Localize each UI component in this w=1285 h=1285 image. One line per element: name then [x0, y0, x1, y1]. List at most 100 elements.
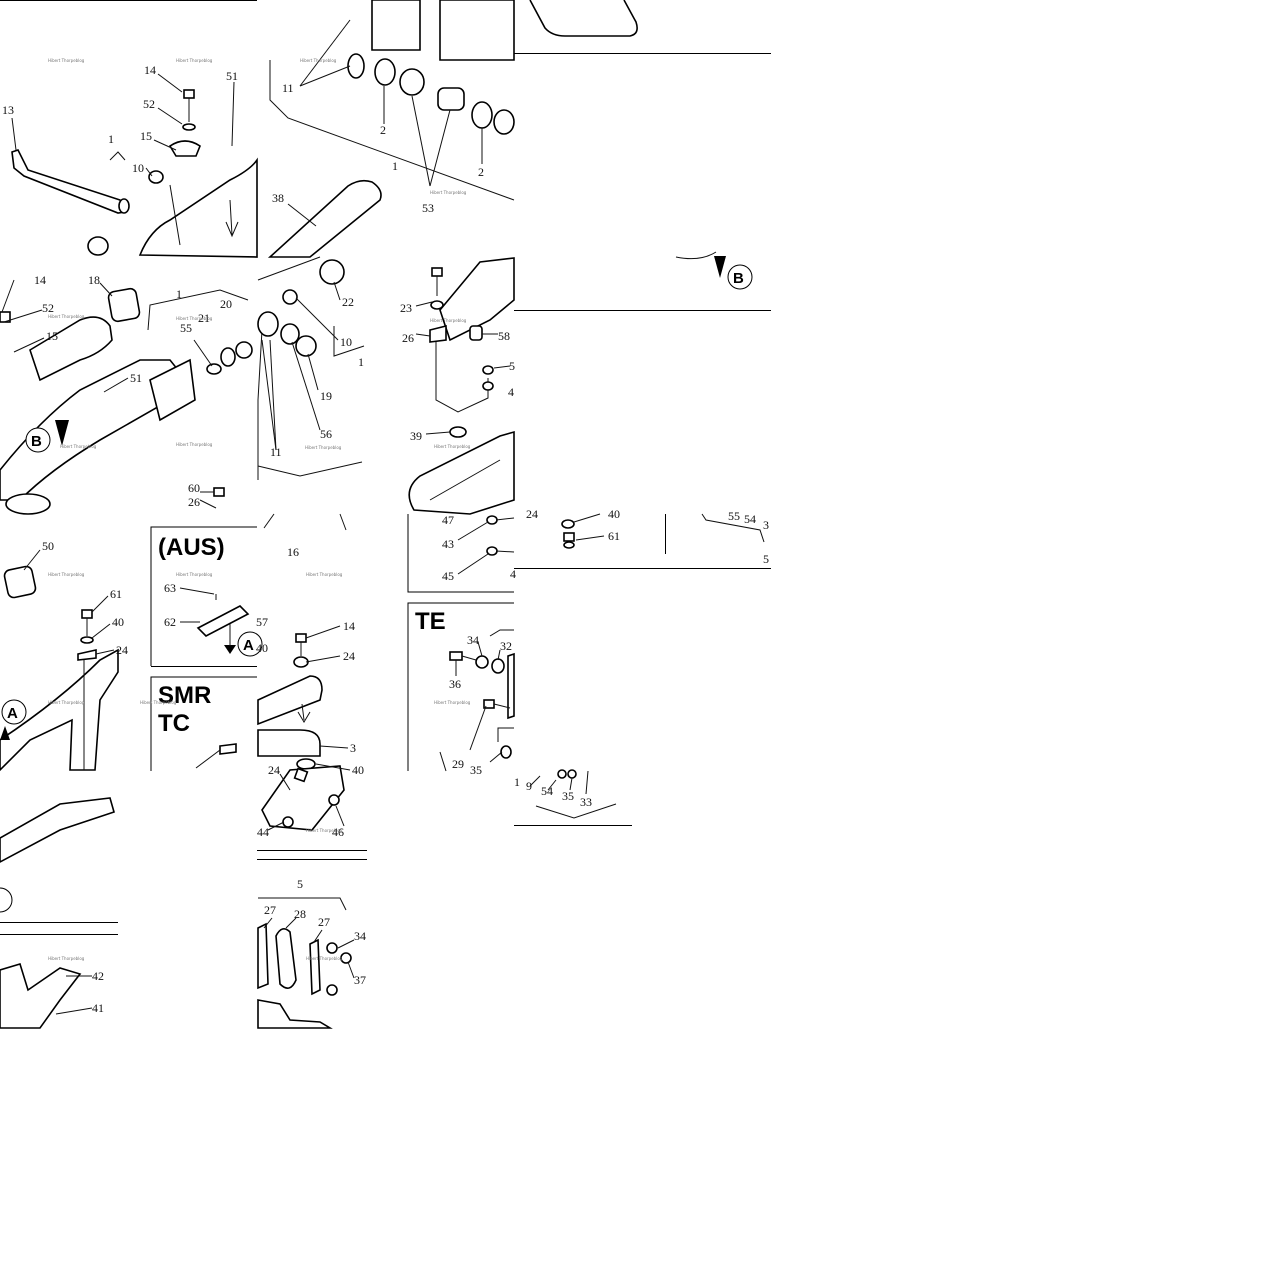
tile-12-fragment: 1 9 54 35 33 — [514, 769, 632, 826]
label-40: 40 — [256, 641, 268, 655]
label-5: 5 — [297, 877, 303, 891]
label-27b: 27 — [318, 915, 330, 929]
svg-text:Hibert Thorpeblog: Hibert Thorpeblog — [48, 572, 85, 577]
pivot-shaft — [11, 149, 130, 214]
label-11: 11 — [270, 445, 282, 459]
label-58: 58 — [498, 329, 510, 343]
label-1: 1 — [358, 355, 364, 369]
callout-a: A — [243, 637, 254, 654]
label-36: 36 — [449, 677, 461, 691]
label-44: 44 — [257, 825, 269, 839]
callout-a: A — [7, 705, 18, 722]
label-26: 26 — [402, 331, 414, 345]
label-47: 47 — [442, 513, 454, 527]
label-33: 33 — [580, 795, 592, 809]
label-55: 55 — [728, 509, 740, 523]
label-50: 50 — [42, 539, 54, 553]
label-18: 18 — [88, 273, 100, 287]
label-60: 60 — [188, 481, 200, 495]
svg-text:Hibert Thorpeblog: Hibert Thorpeblog — [305, 445, 342, 450]
label-23: 23 — [400, 301, 412, 315]
svg-text:Hibert Thorpeblog: Hibert Thorpeblog — [176, 58, 213, 63]
svg-text:Hibert Thorpeblog: Hibert Thorpeblog — [176, 442, 213, 447]
label-4: 4 — [508, 385, 514, 399]
label-55: 55 — [180, 321, 192, 335]
label-29: 29 — [452, 757, 464, 771]
label-35: 35 — [470, 763, 482, 777]
label-24: 24 — [116, 643, 128, 657]
label-16: 16 — [287, 545, 299, 559]
label-26: 26 — [188, 495, 200, 509]
svg-text:Hibert Thorpeblog: Hibert Thorpeblog — [434, 444, 471, 449]
label-9: 9 — [526, 779, 532, 793]
callout-b: B — [733, 270, 744, 287]
label-62: 62 — [164, 615, 176, 629]
label-4: 4 — [510, 567, 516, 581]
label-35: 35 — [562, 789, 574, 803]
tile-3-detail-b: B — [514, 0, 771, 311]
label-52: 52 — [42, 301, 54, 315]
section-tc: TC — [158, 710, 190, 737]
label-41: 41 — [92, 1001, 104, 1015]
tile-11-fragment: 24 40 61 55 54 3 5 — [514, 507, 771, 569]
label-51: 51 — [130, 371, 142, 385]
label-3: 3 — [763, 518, 769, 532]
svg-text:Hibert Thorpeblog: Hibert Thorpeblog — [306, 572, 343, 577]
tile-7-chain-slider: 50 61 40 24 A 42 41 Hibert Thorpeblog Hi… — [0, 539, 128, 1029]
label-56: 56 — [320, 427, 332, 441]
label-10: 10 — [132, 161, 144, 175]
label-43: 43 — [442, 537, 454, 551]
label-2a: 2 — [380, 123, 386, 137]
label-1: 1 — [514, 775, 520, 789]
label-53: 53 — [422, 201, 434, 215]
label-37: 37 — [354, 973, 366, 987]
bolt — [168, 89, 201, 157]
label-13: 13 — [2, 103, 14, 117]
label-11: 11 — [282, 81, 294, 95]
section-te: TE — [415, 608, 446, 635]
label-63: 63 — [164, 581, 176, 595]
section-aus: (AUS) — [158, 534, 225, 561]
label-45: 45 — [442, 569, 454, 583]
label-52: 52 — [143, 97, 155, 111]
label-15: 15 — [140, 129, 152, 143]
svg-text:Hibert Thorpeblog: Hibert Thorpeblog — [60, 444, 97, 449]
tile-4-swingarm-left: 14 18 1 20 52 21 55 15 51 B 60 26 Hibert… — [0, 273, 253, 515]
label-32: 32 — [500, 639, 512, 653]
svg-text:Hibert Thorpeblog: Hibert Thorpeblog — [48, 58, 85, 63]
label-51: 51 — [226, 69, 238, 83]
callout-b: B — [31, 433, 42, 450]
tile-2-bushings: 11 2 1 2 53 38 Hibert Thorpeblog Hibert … — [267, 0, 515, 258]
swingarm-body — [138, 157, 258, 258]
svg-text:Hibert Thorpeblog: Hibert Thorpeblog — [176, 572, 213, 577]
label-38: 38 — [272, 191, 284, 205]
svg-text:Hibert Thorpeblog: Hibert Thorpeblog — [48, 314, 85, 319]
svg-text:Hibert Thorpeblog: Hibert Thorpeblog — [430, 190, 467, 195]
label-34: 34 — [467, 633, 479, 647]
label-61: 61 — [110, 587, 122, 601]
label-27a: 27 — [264, 903, 276, 917]
label-1: 1 — [392, 159, 398, 173]
label-14: 14 — [144, 63, 156, 77]
label-3: 3 — [350, 741, 356, 755]
tile-10-variant-te: 47 43 45 4 TE 34 32 36 29 35 Hibert Thor… — [407, 513, 516, 777]
label-15: 15 — [46, 329, 58, 343]
label-5: 5 — [763, 552, 769, 566]
label-2b: 2 — [478, 165, 484, 179]
tile-1-swingarm-pivot: 14 51 13 52 15 10 1 Hibert Thorpeblog Hi… — [0, 0, 258, 258]
label-40: 40 — [112, 615, 124, 629]
tile-6-chain-guide: 23 26 58 5 4 39 Hibert Thorpeblog Hibert… — [400, 257, 515, 515]
svg-text:Hibert Thorpeblog: Hibert Thorpeblog — [48, 956, 85, 961]
svg-text:Hibert Thorpeblog: Hibert Thorpeblog — [140, 700, 177, 705]
label-1: 1 — [108, 132, 114, 146]
tile-8-variant-aus-smr: (AUS) A 63 62 57 40 SMR TC Hibert Thorpe… — [140, 526, 268, 771]
label-39: 39 — [410, 429, 422, 443]
label-46: 46 — [332, 825, 344, 839]
label-42: 42 — [92, 969, 104, 983]
svg-text:Hibert Thorpeblog: Hibert Thorpeblog — [176, 316, 213, 321]
label-40: 40 — [352, 763, 364, 777]
label-24: 24 — [343, 649, 355, 663]
label-40: 40 — [608, 507, 620, 521]
label-34: 34 — [354, 929, 366, 943]
